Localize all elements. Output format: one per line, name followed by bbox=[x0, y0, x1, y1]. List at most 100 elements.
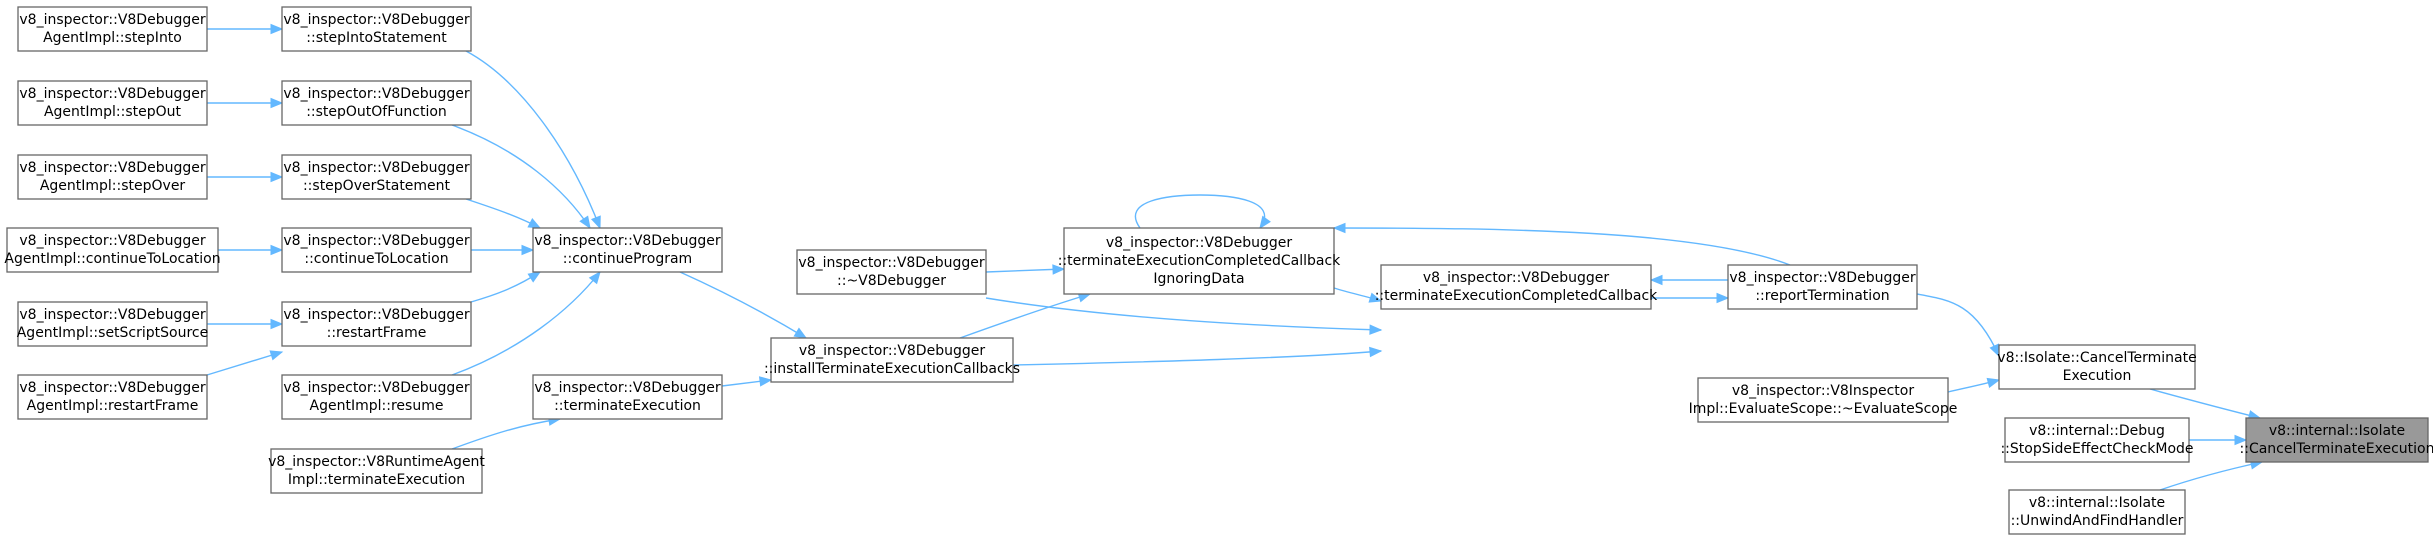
edge-arrowhead bbox=[590, 215, 601, 230]
graph-node[interactable]: v8_inspector::V8DebuggerAgentImpl::resum… bbox=[281, 374, 472, 420]
edge-arrowhead bbox=[269, 350, 284, 361]
graph-edge bbox=[207, 171, 284, 183]
edge-line bbox=[465, 50, 601, 229]
edge-arrowhead bbox=[270, 97, 284, 109]
node-label-line: v8_inspector::V8Debugger bbox=[283, 12, 469, 28]
node-label-line: v8_inspector::V8Debugger bbox=[283, 380, 469, 396]
graph-node[interactable]: v8_inspector::V8Debugger::reportTerminat… bbox=[1727, 264, 1918, 310]
edge-arrowhead bbox=[1369, 346, 1383, 358]
edge-arrowhead bbox=[1986, 377, 2001, 388]
node-label-line: v8_inspector::V8Debugger bbox=[283, 307, 469, 323]
node-label-line: v8_inspector::V8Debugger bbox=[283, 233, 469, 249]
graph-node[interactable]: v8_inspector::V8DebuggerAgentImpl::stepO… bbox=[17, 80, 208, 126]
graph-edge bbox=[465, 50, 601, 230]
graph-node[interactable]: v8_inspector::V8Debugger::stepOverStatem… bbox=[281, 154, 472, 200]
edge-arrowhead bbox=[1369, 324, 1383, 335]
graph-edge bbox=[1651, 292, 1730, 304]
node-label-line: v8_inspector::V8Debugger bbox=[19, 307, 205, 323]
edge-arrowhead bbox=[1332, 222, 1346, 234]
edge-arrowhead bbox=[270, 171, 284, 183]
graph-node[interactable]: v8_inspector::V8Debugger::continueToLoca… bbox=[281, 227, 472, 273]
edge-line bbox=[451, 418, 561, 450]
graph-node[interactable]: v8_inspector::V8DebuggerAgentImpl::stepI… bbox=[17, 6, 208, 52]
graph-node[interactable]: v8_inspector::V8Debugger::stepIntoStatem… bbox=[281, 6, 472, 52]
graph-edge bbox=[451, 270, 601, 376]
node-box bbox=[281, 374, 472, 420]
graph-edge bbox=[959, 292, 1092, 339]
edge-arrowhead bbox=[527, 218, 542, 229]
node-label-line: ::terminateExecutionCompletedCallback bbox=[1375, 288, 1658, 304]
graph-edge bbox=[1332, 222, 1791, 266]
edge-arrowhead bbox=[1259, 215, 1271, 230]
node-box bbox=[281, 80, 472, 126]
edge-line bbox=[985, 268, 1065, 273]
edge-arrowhead bbox=[521, 244, 535, 256]
node-label-line: v8_inspector::V8Debugger bbox=[1106, 235, 1292, 251]
node-box bbox=[6, 227, 219, 273]
node-label-line: AgentImpl::stepInto bbox=[43, 30, 182, 46]
graph-node[interactable]: v8_inspector::V8Debugger::~V8Debugger bbox=[796, 249, 987, 295]
edge-line bbox=[451, 271, 601, 376]
node-label-line: v8_inspector::V8Inspector bbox=[1732, 383, 1914, 399]
graph-edge bbox=[207, 318, 284, 330]
graph-edge bbox=[471, 244, 535, 256]
node-box bbox=[1727, 264, 1918, 310]
node-label-line: ::restartFrame bbox=[327, 325, 427, 341]
node-box bbox=[17, 80, 208, 126]
graph-node[interactable]: v8_inspector::V8DebuggerAgentImpl::conti… bbox=[4, 227, 221, 273]
graph-node[interactable]: v8_inspector::V8DebuggerAgentImpl::resta… bbox=[17, 374, 208, 420]
edge-line bbox=[1012, 350, 1382, 366]
graph-edge bbox=[465, 198, 542, 229]
node-label-line: v8_inspector::V8Debugger bbox=[19, 160, 205, 176]
graph-node[interactable]: v8_inspector::V8Debugger::stepOutOfFunct… bbox=[281, 80, 472, 126]
focus-node: v8::internal::Isolate::CancelTerminateEx… bbox=[2240, 417, 2433, 463]
graph-node[interactable]: v8_inspector::V8Debugger::terminateExecu… bbox=[1058, 227, 1341, 295]
node-box bbox=[1380, 264, 1652, 310]
node-box bbox=[281, 227, 472, 273]
node-label-line: AgentImpl::setScriptSource bbox=[17, 325, 209, 341]
node-label-line: v8_inspector::V8Debugger bbox=[1729, 270, 1915, 286]
graph-edge bbox=[470, 271, 542, 303]
graph-edge bbox=[985, 264, 1066, 275]
edge-line bbox=[2149, 388, 2261, 419]
node-label-line: v8_inspector::V8Debugger bbox=[799, 343, 985, 359]
node-box bbox=[270, 448, 483, 494]
edge-arrowhead bbox=[588, 270, 601, 285]
graph-node[interactable]: v8_inspector::V8RuntimeAgentImpl::termin… bbox=[268, 448, 485, 494]
graph-node[interactable]: v8_inspector::V8Debugger::installTermina… bbox=[764, 337, 1020, 383]
graph-node[interactable]: v8_inspector::V8Debugger::terminateExecu… bbox=[1375, 264, 1658, 310]
node-box bbox=[281, 154, 472, 200]
edge-arrowhead bbox=[793, 327, 808, 339]
graph-node[interactable]: v8_inspector::V8InspectorImpl::EvaluateS… bbox=[1689, 377, 1958, 423]
graph-node[interactable]: v8::internal::Debug::StopSideEffectCheck… bbox=[2000, 417, 2194, 463]
graph-node[interactable]: v8_inspector::V8Debugger::continueProgra… bbox=[532, 227, 723, 273]
edge-line bbox=[959, 293, 1091, 339]
graph-node[interactable]: v8_inspector::V8Debugger::terminateExecu… bbox=[532, 374, 723, 420]
node-label-line: Execution bbox=[2063, 368, 2132, 384]
graph-node[interactable]: v8_inspector::V8Debugger::restartFrame bbox=[281, 301, 472, 347]
node-label-line: ::stepOverStatement bbox=[303, 178, 451, 194]
graph-edge bbox=[2189, 434, 2248, 446]
node-label-line: v8::internal::Isolate bbox=[2029, 495, 2165, 511]
node-box bbox=[2245, 417, 2429, 463]
graph-node[interactable]: v8::Isolate::CancelTerminateExecution bbox=[1997, 344, 2197, 390]
node-label-line: v8_inspector::V8Debugger bbox=[283, 160, 469, 176]
node-label-line: v8::Isolate::CancelTerminate bbox=[1997, 350, 2196, 366]
graph-edge bbox=[1134, 194, 1271, 230]
graph-node[interactable]: v8::internal::Isolate::UnwindAndFindHand… bbox=[2008, 489, 2186, 535]
edge-line bbox=[2159, 461, 2263, 491]
graph-node[interactable]: v8_inspector::V8DebuggerAgentImpl::stepO… bbox=[17, 154, 208, 200]
edge-line bbox=[206, 351, 283, 376]
edge-line bbox=[1916, 293, 2000, 357]
graph-edge bbox=[206, 350, 284, 376]
edge-line bbox=[451, 124, 591, 229]
node-label-line: ::CancelTerminateExecution bbox=[2240, 441, 2433, 457]
graph-edge bbox=[1649, 274, 1728, 286]
graph-node[interactable]: v8_inspector::V8DebuggerAgentImpl::setSc… bbox=[17, 301, 209, 347]
node-label-line: ::~V8Debugger bbox=[837, 273, 946, 289]
node-box bbox=[17, 6, 208, 52]
graph-edge bbox=[451, 415, 562, 450]
node-label-line: ::StopSideEffectCheckMode bbox=[2000, 441, 2193, 457]
node-label-line: v8_inspector::V8Debugger bbox=[1423, 270, 1609, 286]
node-label-line: AgentImpl::stepOut bbox=[44, 104, 182, 120]
